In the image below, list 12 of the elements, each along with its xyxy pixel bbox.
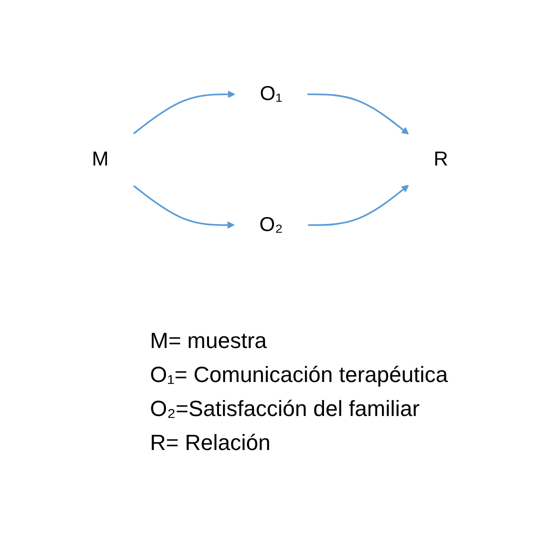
node-text: O₂	[259, 214, 283, 236]
legend-note: R= Relación	[150, 430, 272, 456]
legend-note: M= muestra	[150, 328, 268, 354]
arrow	[133, 90, 236, 135]
node-text: R	[434, 148, 448, 171]
arrow	[307, 94, 409, 135]
legend-note: O₂=Satisfacción del familiar	[150, 396, 421, 422]
legend-note: O₁= Comunicación terapéutica	[150, 362, 448, 388]
node-text: O₁	[260, 82, 282, 106]
arrow	[308, 185, 409, 226]
node-text: M	[92, 148, 109, 171]
arrow	[133, 185, 235, 230]
